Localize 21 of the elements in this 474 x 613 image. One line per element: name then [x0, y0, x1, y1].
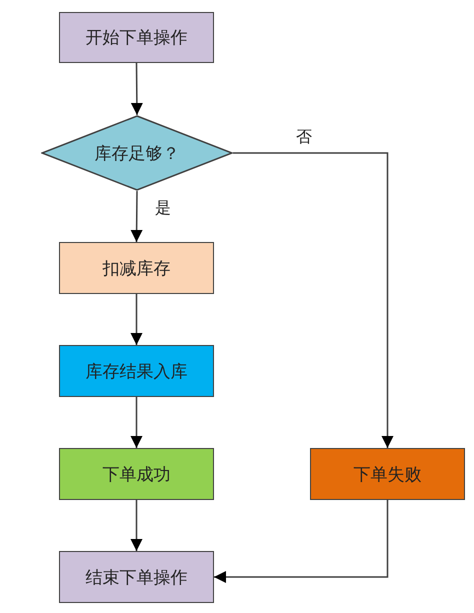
- node-text: 下单失败: [354, 464, 422, 486]
- process-box: [59, 345, 214, 397]
- arrow: [130, 63, 143, 115]
- node-text: 库存结果入库: [86, 360, 188, 382]
- arrow: [130, 500, 142, 551]
- end-box: [59, 551, 214, 603]
- arrow: [214, 500, 388, 583]
- node-text: 结束下单操作: [86, 566, 188, 588]
- success-box: [59, 448, 214, 500]
- process-box: [59, 242, 214, 294]
- node-text: 库存足够？: [94, 142, 180, 164]
- node-text: 下单成功: [102, 464, 170, 486]
- start-box: [59, 12, 214, 63]
- decision-diamond: [41, 115, 233, 191]
- arrow: [233, 152, 394, 448]
- node-text: 扣减库存: [102, 258, 170, 280]
- arrow: [130, 397, 142, 448]
- node-text: 开始下单操作: [86, 27, 188, 49]
- failure-box: [310, 448, 465, 500]
- arrow: [130, 191, 143, 242]
- arrow: [130, 294, 142, 345]
